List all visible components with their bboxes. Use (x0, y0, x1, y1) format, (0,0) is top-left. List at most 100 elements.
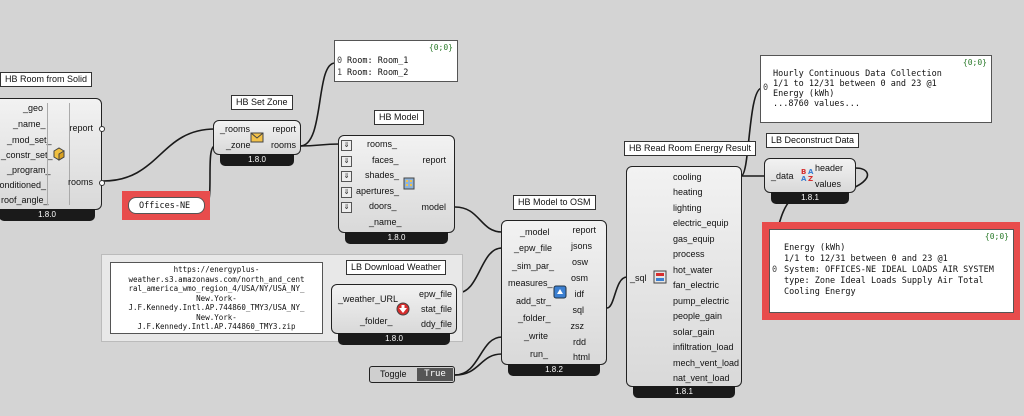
input-name[interactable]: _name_ (13, 119, 46, 129)
input-sql[interactable]: _sql (630, 273, 647, 283)
panel-line: weather.s3.amazonaws.com/north_and_cent (128, 274, 305, 284)
output-report[interactable]: report (272, 124, 296, 134)
output-osw[interactable]: osw (571, 257, 588, 267)
input-add-str[interactable]: add_str_ (516, 296, 552, 306)
output-sql[interactable]: sql (572, 305, 584, 315)
set-zone-component[interactable]: _rooms _zone report rooms 1.8.0 (213, 120, 301, 166)
output-report[interactable]: report (422, 155, 446, 165)
input-geo[interactable]: _geo (23, 103, 44, 113)
output-gas-equip[interactable]: gas_equip (673, 234, 715, 244)
model-component[interactable]: ⇓ ⇓ ⇓ ⇓ ⇓ rooms_ faces_ shades_ aperture… (338, 135, 455, 244)
input-program[interactable]: _program_ (7, 165, 51, 175)
output-report[interactable]: report (69, 123, 93, 133)
output-rooms[interactable]: rooms (67, 177, 93, 187)
output-people-gain[interactable]: people_gain (673, 311, 723, 321)
input-epw-file[interactable]: _epw_file (514, 243, 553, 253)
toggle-label: Toggle (380, 369, 407, 379)
svg-text:B: B (801, 168, 806, 176)
version-label: 1.8.0 (345, 232, 448, 244)
output-pump-electric[interactable]: pump_electric (673, 296, 730, 306)
weather-url-panel[interactable]: https://energyplus- weather.s3.amazonaws… (110, 262, 323, 334)
offices-text: Offices-NE (139, 201, 191, 211)
output-values[interactable]: values (814, 179, 841, 189)
svg-text:A: A (801, 175, 807, 182)
set-zone-title: HB Set Zone (231, 95, 293, 110)
output-lighting[interactable]: lighting (673, 203, 702, 213)
input-rooms[interactable]: rooms_ (367, 139, 398, 149)
input-folder[interactable]: _folder_ (360, 316, 393, 326)
output-osm[interactable]: osm (570, 273, 588, 283)
panel-line: Energy (kWh) (773, 89, 835, 99)
output-mech-vent-load[interactable]: mech_vent_load (673, 358, 740, 368)
output-header[interactable]: header (814, 163, 843, 173)
output-html[interactable]: html (572, 352, 590, 362)
read-room-component[interactable]: _sql cooling heating lighting electric_e… (626, 166, 742, 398)
input-constr-set[interactable]: _constr_set_ (1, 150, 53, 160)
input-shades[interactable]: shades_ (365, 170, 400, 180)
input-conditioned[interactable]: conditioned_ (0, 180, 47, 190)
input-doors[interactable]: doors_ (369, 201, 397, 211)
output-fan-electric[interactable]: fan_electric (673, 280, 720, 290)
output-process[interactable]: process (673, 249, 705, 259)
output-heating[interactable]: heating (673, 187, 703, 197)
input-write[interactable]: _write (524, 331, 549, 341)
model-to-osm-title: HB Model to OSM (513, 195, 596, 210)
read-room-title: HB Read Room Energy Result (624, 141, 757, 156)
envelope-icon (250, 132, 264, 143)
output-zsz[interactable]: zsz (570, 321, 585, 331)
output-rdd[interactable]: rdd (572, 337, 586, 347)
input-measures[interactable]: measures_ (508, 278, 553, 288)
model-to-osm-component[interactable]: _model _epw_file _sim_par_ measures_ add… (501, 220, 607, 376)
output-cooling[interactable]: cooling (673, 172, 702, 182)
download-weather-title: LB Download Weather (346, 260, 446, 275)
version-label: 1.8.1 (771, 192, 849, 204)
output-stat-file[interactable]: stat_file (420, 304, 452, 314)
room-solid-icon (53, 147, 65, 161)
hourly-panel[interactable]: {0;0} 0 Hourly Continuous Data Collectio… (760, 55, 992, 123)
toggle-value[interactable]: True (417, 368, 453, 381)
output-idf[interactable]: idf (574, 289, 584, 299)
panel-index: 1 (337, 68, 343, 78)
input-mod-set[interactable]: _mod_set_ (7, 135, 52, 145)
input-data[interactable]: _data (771, 171, 794, 181)
output-ddy-file[interactable]: ddy_file (420, 319, 452, 329)
panel-line: Cooling Energy (784, 287, 856, 297)
output-infiltration-load[interactable]: infiltration_load (673, 342, 734, 352)
output-rooms[interactable]: rooms (270, 140, 296, 150)
input-model[interactable]: _model (520, 227, 550, 237)
output-solar-gain[interactable]: solar_gain (673, 327, 715, 337)
version-label: 1.8.2 (508, 364, 600, 376)
input-zone[interactable]: _zone (226, 140, 251, 150)
output-jsons[interactable]: jsons (570, 241, 592, 251)
input-folder[interactable]: _folder_ (518, 313, 551, 323)
output-model[interactable]: model (421, 202, 446, 212)
panel-path-tag: {0;0} (984, 232, 1009, 241)
room-from-solid-title: HB Room from Solid (0, 72, 93, 87)
output-nat-vent-load[interactable]: nat_vent_load (673, 373, 730, 383)
offices-panel[interactable]: Offices-NE (128, 197, 205, 214)
input-rooms[interactable]: _rooms (220, 124, 251, 134)
panel-line: System: OFFICES-NE IDEAL LOADS AIR SYSTE… (784, 265, 994, 275)
input-faces[interactable]: faces_ (372, 155, 399, 165)
panel-line: J.F.Kennedy.Intl.AP.744860_TMY3.zip (137, 322, 296, 331)
param-icon: ⇓ (341, 140, 352, 151)
input-weather-url[interactable]: _weather_URL (338, 294, 399, 304)
input-apertures[interactable]: apertures_ (356, 186, 400, 196)
input-name[interactable]: _name_ (369, 217, 402, 227)
input-sim-par[interactable]: _sim_par_ (512, 261, 555, 271)
output-epw-file[interactable]: epw_file (418, 289, 452, 299)
output-electric-equip[interactable]: electric_equip (673, 218, 729, 228)
input-roof-angle[interactable]: roof_angle_ (1, 195, 49, 205)
input-run[interactable]: run_ (530, 349, 549, 359)
header-panel[interactable]: {0;0} 0 Energy (kWh) 1/1 to 12/31 betwee… (769, 229, 1014, 313)
toggle-component[interactable]: Toggle True (369, 366, 455, 383)
output-report[interactable]: report (572, 225, 596, 235)
room-from-solid-component[interactable]: _geo _name_ _mod_set_ _constr_set_ _prog… (0, 98, 105, 221)
param-icon: ⇓ (341, 156, 352, 167)
output-hot-water[interactable]: hot_water (673, 265, 713, 275)
rooms-panel[interactable]: {0;0} 0 Room: Room_1 1 Room: Room_2 (334, 40, 458, 82)
panel-path-tag: {0;0} (962, 58, 987, 67)
download-weather-component[interactable]: _weather_URL _folder_ epw_file stat_file… (331, 284, 457, 345)
energy-result-icon (653, 270, 667, 284)
